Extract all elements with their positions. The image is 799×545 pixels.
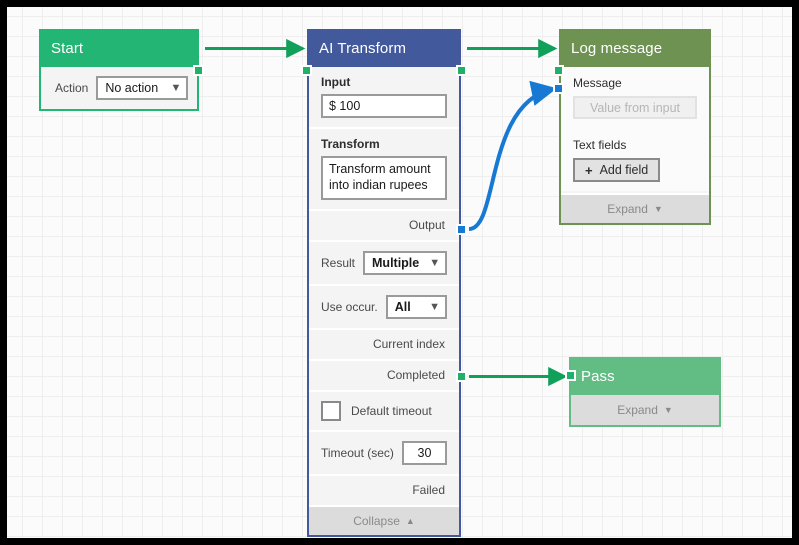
chevron-down-icon: ▼: [429, 300, 440, 313]
node-ai-transform-body: Input $ 100 Transform Transform amount i…: [307, 67, 461, 537]
ai-current-index-row: Current index: [309, 330, 459, 361]
ai-transform-header-output-port[interactable]: [456, 65, 467, 76]
ai-result-value: Multiple: [372, 256, 420, 270]
log-text-fields-label: Text fields: [573, 138, 627, 152]
node-log-message-header[interactable]: Log message: [559, 29, 711, 67]
log-text-fields-section: Text fields + Add field: [561, 128, 709, 191]
ai-default-timeout-checkbox[interactable]: [321, 401, 341, 421]
pass-expand-label: Expand: [617, 403, 658, 417]
node-ai-transform[interactable]: AI Transform Input $ 100 Transform Trans…: [301, 29, 467, 537]
caret-down-icon: ▼: [663, 405, 673, 415]
node-log-message-title: Log message: [571, 39, 663, 57]
log-message-message-port[interactable]: [553, 83, 564, 94]
ai-input-field[interactable]: $ 100: [321, 94, 447, 118]
ai-completed-label: Completed: [386, 368, 445, 382]
log-add-field-label: Add field: [599, 163, 649, 177]
log-expand-button[interactable]: Expand ▼: [561, 193, 709, 223]
ai-use-occur-label: Use occur.: [321, 300, 378, 314]
node-start[interactable]: Start Action No action ▼: [39, 29, 204, 111]
node-ai-transform-title: AI Transform: [319, 39, 407, 57]
ai-completed-row: Completed: [309, 361, 459, 392]
chevron-down-icon: ▼: [170, 81, 182, 94]
pass-input-port[interactable]: [565, 370, 576, 381]
log-message-input-port[interactable]: [553, 65, 564, 76]
node-pass-title: Pass: [581, 367, 615, 385]
ai-input-section: Input $ 100: [309, 67, 459, 129]
ai-failed-label: Failed: [412, 483, 445, 497]
ai-output-label: Output: [408, 218, 445, 232]
ai-transform-label: Transform: [321, 137, 380, 151]
ai-timeout-field[interactable]: 30: [401, 441, 447, 465]
ai-result-label: Result: [321, 256, 356, 270]
ai-transform-section: Transform Transform amount into indian r…: [309, 129, 459, 211]
ai-default-timeout-label: Default timeout: [351, 404, 432, 418]
log-message-section: Message Value from input: [561, 67, 709, 128]
ai-default-timeout-row: Default timeout: [309, 392, 459, 432]
start-output-port[interactable]: [193, 65, 204, 76]
start-action-value: No action: [105, 81, 159, 95]
ai-input-label: Input: [321, 75, 351, 89]
node-pass[interactable]: Pass Expand ▼: [565, 357, 721, 427]
ai-use-occur-row: Use occur. All ▼: [309, 286, 459, 330]
start-action-select[interactable]: No action ▼: [96, 76, 189, 100]
log-message-input[interactable]: Value from input: [573, 96, 697, 119]
node-pass-header[interactable]: Pass: [569, 357, 721, 395]
ai-failed-row: Failed: [309, 476, 459, 505]
chevron-down-icon: ▼: [429, 256, 441, 269]
node-start-title: Start: [51, 39, 84, 57]
ai-transform-completed-port[interactable]: [456, 371, 467, 382]
ai-transform-output-port[interactable]: [456, 224, 467, 235]
log-expand-label: Expand: [607, 202, 648, 216]
node-start-body: Action No action ▼: [39, 67, 199, 111]
ai-timeout-row: Timeout (sec) 30: [309, 432, 459, 476]
caret-down-icon: ▼: [653, 204, 663, 214]
ai-collapse-label: Collapse: [353, 514, 400, 528]
connection-edges-layer: [205, 38, 568, 387]
ai-result-select[interactable]: Multiple ▼: [363, 251, 448, 275]
caret-up-icon: ▲: [405, 516, 415, 526]
node-pass-body[interactable]: Expand ▼: [569, 395, 721, 427]
plus-icon: +: [585, 162, 593, 178]
ai-use-occur-select[interactable]: All ▼: [385, 295, 447, 319]
ai-use-occur-value: All: [394, 300, 411, 314]
ai-output-row: Output: [309, 211, 459, 242]
node-log-message[interactable]: Log message Message Value from input Tex…: [553, 29, 711, 225]
node-ai-transform-header[interactable]: AI Transform: [307, 29, 461, 67]
log-add-field-button[interactable]: + Add field: [573, 158, 661, 182]
ai-result-row: Result Multiple ▼: [309, 242, 459, 286]
node-start-header[interactable]: Start: [39, 29, 199, 67]
log-message-label: Message: [573, 76, 622, 90]
ai-transform-input-port[interactable]: [301, 65, 312, 76]
edge-ai-output-to-log-message-input: [468, 80, 557, 231]
node-log-message-body: Message Value from input Text fields + A…: [559, 67, 711, 225]
ai-collapse-button[interactable]: Collapse ▲: [309, 505, 459, 535]
ai-transform-textarea[interactable]: Transform amount into indian rupees: [321, 156, 447, 200]
ai-current-index-label: Current index: [372, 337, 445, 351]
start-action-label: Action: [55, 81, 89, 95]
ai-timeout-label: Timeout (sec): [321, 446, 394, 460]
